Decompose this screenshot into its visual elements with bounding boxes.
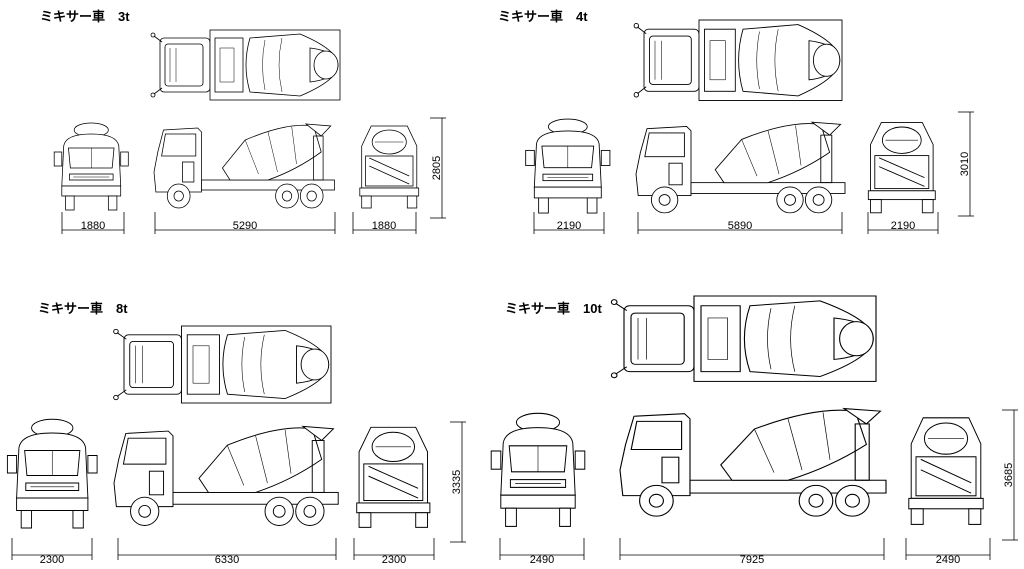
truck-3t-rear-width-label: 1880 bbox=[372, 220, 396, 232]
truck-8t-drawing: 2300 6330 2300 3335 bbox=[6, 325, 466, 566]
title-4t: ミキサー車 4t bbox=[498, 9, 588, 24]
truck-10t-rear-view bbox=[908, 417, 984, 525]
title-3t: ミキサー車 3t bbox=[40, 9, 130, 24]
truck-10t-length-label: 7925 bbox=[740, 554, 764, 566]
truck-8t-rear-view bbox=[356, 426, 431, 528]
title-10t: ミキサー車 10t bbox=[505, 301, 602, 316]
truck-4t-height-label: 3010 bbox=[959, 152, 971, 176]
truck-3t-height-label: 2805 bbox=[431, 156, 443, 180]
truck-3t-length-label: 5290 bbox=[233, 220, 257, 232]
truck-10t-front-view bbox=[490, 412, 586, 527]
truck-4t-side-view bbox=[635, 121, 846, 214]
truck-10t-top-view bbox=[610, 295, 877, 382]
truck-3t-width-label: 1880 bbox=[81, 220, 105, 232]
truck-8t-height-label: 3335 bbox=[451, 470, 463, 494]
truck-10t-rear-width-label: 2490 bbox=[936, 554, 960, 566]
truck-10t-height-label: 3685 bbox=[1003, 463, 1015, 487]
truck-3t-rear-view bbox=[359, 125, 420, 209]
truck-8t-front-view bbox=[6, 418, 98, 529]
truck-3t-front-view bbox=[53, 122, 129, 211]
truck-4t-top-view bbox=[633, 19, 843, 101]
truck-8t-rear-width-label: 2300 bbox=[382, 554, 406, 566]
truck-8t-width-label: 2300 bbox=[40, 554, 64, 566]
truck-10t-width-label: 2490 bbox=[530, 554, 554, 566]
truck-3t-top-view bbox=[150, 29, 341, 101]
truck-3t-side-view bbox=[153, 123, 335, 209]
truck-3t-drawing: 1880 5290 1880 2805 bbox=[53, 29, 446, 234]
truck-10t-side-view bbox=[619, 407, 887, 517]
title-8t: ミキサー車 8t bbox=[38, 301, 128, 316]
truck-8t-top-view bbox=[113, 325, 332, 404]
truck-4t-width-label: 2190 bbox=[557, 220, 581, 232]
truck-4t-front-view bbox=[525, 118, 611, 214]
truck-4t-drawing: 2190 5890 2190 3010 bbox=[525, 19, 974, 234]
truck-10t-drawing: 2490 7925 2490 3685 bbox=[490, 295, 1018, 566]
truck-8t-length-label: 6330 bbox=[215, 554, 239, 566]
truck-4t-rear-width-label: 2190 bbox=[891, 220, 915, 232]
truck-8t-side-view bbox=[113, 425, 339, 526]
truck-4t-length-label: 5890 bbox=[728, 220, 752, 232]
truck-4t-rear-view bbox=[867, 122, 936, 214]
